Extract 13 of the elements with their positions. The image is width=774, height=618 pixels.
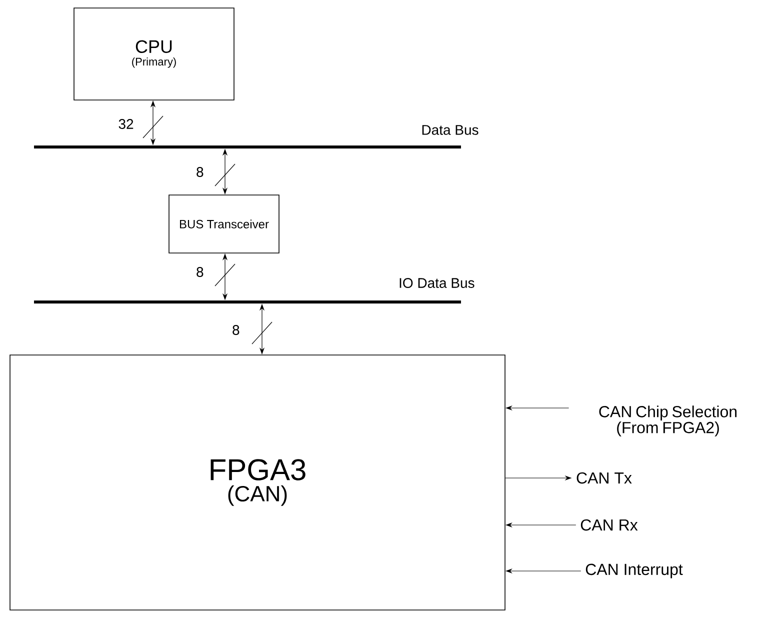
bus-label: Data Bus (422, 125, 478, 135)
transceiver-box: BUS Transceiver (168, 194, 280, 254)
fpga-box: FPGA3 (CAN) (10, 354, 506, 610)
signal-label: CAN Chip Selection (From FPGA2) (599, 406, 736, 436)
bus-label: IO Data Bus (400, 278, 474, 288)
signal-label: CAN Tx (576, 472, 632, 484)
signal-label: CAN Rx (580, 519, 638, 531)
edge-label: 8 (196, 167, 204, 177)
signal-label: CAN Interrupt (586, 564, 683, 578)
edge-label: 8 (196, 267, 204, 277)
edge-label: 32 (118, 119, 134, 129)
edge-label: 8 (232, 325, 240, 335)
cpu-box: CPU (Primary) (74, 8, 234, 100)
